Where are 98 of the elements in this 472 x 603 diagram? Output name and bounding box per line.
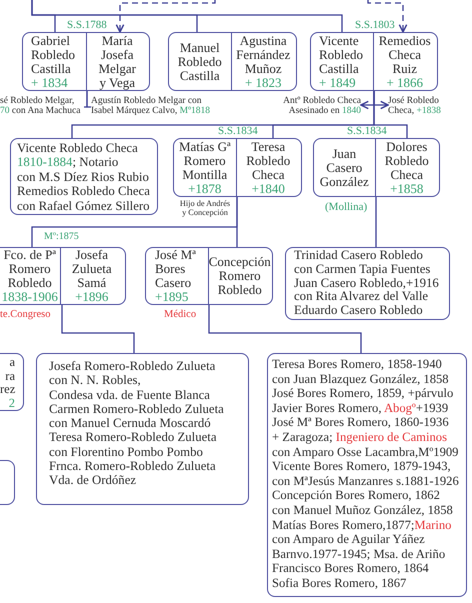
entry-text: Teresa Bores Romero, 1858-1940 [272, 357, 443, 372]
person-name: Teresa Robledo Checa [245, 140, 292, 182]
entry-text: Trinidad Casero Robledo [294, 249, 424, 263]
life-dates: + 1866 [386, 76, 424, 90]
entry-text: con Manuel Muñoz González, 1858 [272, 502, 454, 518]
person-name: Gabriel Robledo Castilla [31, 34, 76, 76]
entry-text: con N. N. Robles, [49, 373, 142, 388]
entry-text: Condesa vda. de Fuente Blanca [49, 388, 211, 402]
entry-text: Vicente Bores Romero, 1879-1943, [272, 459, 452, 474]
entry-text: Teresa Romero-Robledo Zulueta [49, 430, 218, 445]
person-name: Manuel Robledo Castilla [176, 40, 223, 82]
entry-text: con Rita Alvarez del Valle [294, 290, 430, 304]
marriage-note: S.S.1834 [347, 125, 387, 137]
entry-text: con Juan Blazquez González, 1858 [272, 372, 450, 386]
person-name: Agustina Fernández Muñoz [235, 34, 292, 76]
entry-text: Francisco Bores Romero, 1864 [272, 561, 430, 576]
note-text: Hijo de Andrés y Concepción [179, 199, 231, 218]
person-name: Dolores Robledo Checa [384, 140, 430, 182]
entry-text: con Amparo de Aguilar Yáñez [272, 532, 426, 547]
family-box [10, 138, 158, 215]
couple-box [173, 138, 302, 197]
entry-text: Frnca. Romero-Robledo Zulueta [49, 459, 217, 474]
couple-box [22, 32, 150, 91]
person-name: Remedios Checa Ruiz [378, 34, 431, 76]
entry-text: Javier Bores Romero, Abogº+1939 [272, 400, 450, 416]
connector-line [31, 0, 343, 32]
person-name: María Josefa Melgar y Vega [97, 34, 138, 90]
connector-line [208, 305, 362, 353]
arrow [367, 0, 408, 33]
entry-text: Carmen Romero-Robledo Zulueta [49, 402, 225, 416]
entry-text: José Mª Bores Romero, 1860-1936 [272, 415, 450, 430]
entry-text: José Bores Romero, 1859, +párvulo [272, 386, 454, 401]
entry-text: Remedios Robledo Checa [17, 184, 151, 199]
entry-text: con Amparo Osse Lacambra,Mº1909 [272, 444, 460, 460]
life-dates: +1858 [390, 182, 424, 196]
person-name: Fco. de Pª Romero Robledo [2, 248, 57, 290]
life-dates: + 1849 [319, 76, 356, 90]
family-box [36, 353, 249, 505]
entry-text: Juan Casero Robledo,+1916 [294, 276, 440, 290]
family-box [285, 247, 450, 320]
entry-text: Eduardo Casero Robledo [294, 304, 424, 318]
connector-line [61, 305, 135, 353]
life-dates: +1840 [252, 182, 285, 196]
person-name: Matías Gª Romero Montilla [178, 140, 232, 182]
marriage-note: S.S.1803 [355, 19, 395, 31]
entry-text: con Florentino Pombo Pombo [49, 444, 204, 460]
note-text: Médico [164, 309, 196, 320]
person-name: Concepción Romero Robledo [208, 255, 271, 297]
entry-text: ra [4, 370, 15, 383]
note-text: sé Robledo Melgar, 70 con Ana Machuca [0, 96, 84, 116]
couple-box [0, 247, 126, 305]
note-text: Antº Robledo Checa Asesinado en 1840 [280, 96, 361, 116]
connector-line [375, 197, 377, 247]
marriage-note: Mº:1875 [44, 231, 79, 242]
life-dates: +1878 [188, 182, 222, 196]
couple-box [168, 32, 297, 91]
note-text: José Robledo Checa, +1838 [388, 96, 448, 116]
life-dates: + 1823 [244, 76, 282, 90]
entry-text: Matías Bores Romero,1877;Marino [272, 518, 452, 532]
note-text: Agustín Robledo Melgar con Isabel Márquez Calvo, Mº1818 [91, 96, 213, 116]
life-dates: +1895 [155, 290, 188, 304]
marriage-note: S.S.1788 [67, 19, 107, 31]
entry-text: Vicente Robledo Checa [17, 141, 139, 156]
entry-text: Vda. de Ordóñez [49, 473, 138, 488]
arrow [116, 0, 216, 33]
life-dates: +1896 [75, 290, 108, 304]
person-name: José Mª Bores Casero [155, 248, 197, 290]
family-box [0, 353, 24, 411]
connector-line [373, 91, 408, 138]
entry-text: Barnvo.1977-1945; Msa. de Ariño [272, 546, 446, 562]
entry-text: + Zaragoza; Ingeniero de Caminos [272, 430, 448, 445]
entry-text: con MªJesús Manzanres s.1881-1926 [272, 474, 460, 488]
couple-box [313, 138, 440, 197]
entry-text: con Carmen Tapia Fuentes [294, 262, 432, 277]
couple-box [145, 247, 273, 305]
entry-text: con Rafael Gómez Sillero [17, 198, 151, 214]
entry-text: con M.S Díez Rios Rubio [17, 170, 150, 184]
entry-text: Sofia Bores Romero, 1867 [272, 576, 408, 590]
entry-text: Josefa Romero-Robledo Zulueta [49, 359, 216, 374]
person-name: Vicente Robledo Castilla [319, 34, 364, 76]
person-name: Josefa Zulueta Samá [70, 248, 113, 290]
marriage-note: S.S.1834 [218, 125, 258, 137]
couple-box [310, 32, 438, 91]
entry-text: 2 [8, 396, 15, 410]
entry-text: rez [0, 383, 15, 396]
note-text: te.Congreso [0, 309, 50, 320]
connector-line [86, 91, 91, 108]
family-box [0, 460, 15, 505]
entry-text: 1810-1884; Notario [17, 155, 120, 170]
entry-text: Concepción Bores Romero, 1862 [272, 488, 441, 503]
entry-text: con Manuel Cernuda Moscardó [49, 416, 212, 430]
entry-text: a [8, 356, 15, 370]
life-dates: 1838-1906 [2, 290, 58, 304]
person-name: Juan Casero González [318, 146, 370, 188]
note-text: (Mollina) [325, 201, 368, 213]
connector-line [236, 197, 238, 247]
life-dates: + 1834 [31, 76, 68, 90]
family-box [267, 353, 467, 597]
